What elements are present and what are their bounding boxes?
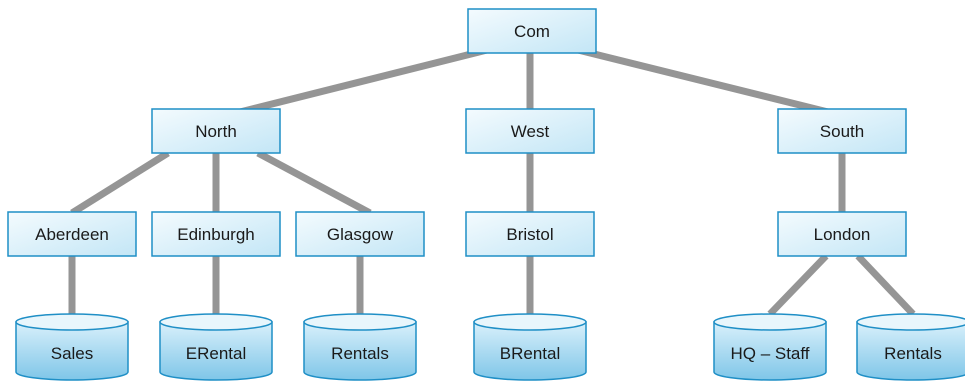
connector-london-to-hq-staff — [767, 253, 829, 317]
node-box — [295, 211, 425, 257]
database-cylinder-top — [15, 313, 129, 331]
node-box — [465, 108, 595, 154]
database-cylinder-top — [713, 313, 827, 331]
connector-com-to-south — [569, 44, 829, 116]
database-node-erental: ERental — [159, 313, 273, 381]
node-box — [777, 108, 907, 154]
connector-north-to-aberdeen — [70, 150, 170, 216]
node-label: Glasgow — [327, 225, 394, 244]
node-label: Rentals — [884, 344, 942, 363]
node-box — [151, 211, 281, 257]
node-label: HQ – Staff — [730, 344, 809, 363]
connector-com-to-north — [239, 44, 496, 116]
database-cylinder-top — [159, 313, 273, 331]
node-south: South — [777, 108, 907, 154]
node-label: Rentals — [331, 344, 389, 363]
node-label: Sales — [51, 344, 94, 363]
node-label: London — [814, 225, 871, 244]
node-label: North — [195, 122, 237, 141]
node-aberdeen: Aberdeen — [7, 211, 137, 257]
node-label: BRental — [500, 344, 560, 363]
database-cylinder-top — [856, 313, 965, 331]
node-label: Edinburgh — [177, 225, 255, 244]
node-label: Bristol — [506, 225, 553, 244]
node-london: London — [777, 211, 907, 257]
node-com: Com — [467, 8, 597, 54]
node-label: West — [511, 122, 550, 141]
database-cylinder-top — [473, 313, 587, 331]
node-box — [151, 108, 281, 154]
node-label: Com — [514, 22, 550, 41]
connector-london-to-rentals-london — [855, 253, 916, 317]
database-cylinder-body — [856, 321, 965, 381]
database-node-rentals-glasgow: Rentals — [303, 313, 417, 381]
connector-lines — [68, 44, 916, 317]
database-node-sales: Sales — [15, 313, 129, 381]
database-cylinder-top — [303, 313, 417, 331]
node-box — [777, 211, 907, 257]
node-label: Aberdeen — [35, 225, 109, 244]
node-box — [7, 211, 137, 257]
node-west: West — [465, 108, 595, 154]
database-node-hq-staff: HQ – Staff — [713, 313, 827, 381]
database-node-rentals-london: Rentals — [856, 313, 965, 381]
database-cylinder-body — [15, 321, 129, 381]
connector-north-to-glasgow — [256, 149, 372, 217]
database-cylinder-body — [473, 321, 587, 381]
node-glasgow: Glasgow — [295, 211, 425, 257]
database-cylinder-body — [713, 321, 827, 381]
node-edinburgh: Edinburgh — [151, 211, 281, 257]
node-label: South — [820, 122, 864, 141]
node-north: North — [151, 108, 281, 154]
database-cylinder-body — [303, 321, 417, 381]
node-box — [467, 8, 597, 54]
node-label: ERental — [186, 344, 246, 363]
node-bristol: Bristol — [465, 211, 595, 257]
node-box — [465, 211, 595, 257]
database-cylinder-body — [159, 321, 273, 381]
database-node-brental: BRental — [473, 313, 587, 381]
